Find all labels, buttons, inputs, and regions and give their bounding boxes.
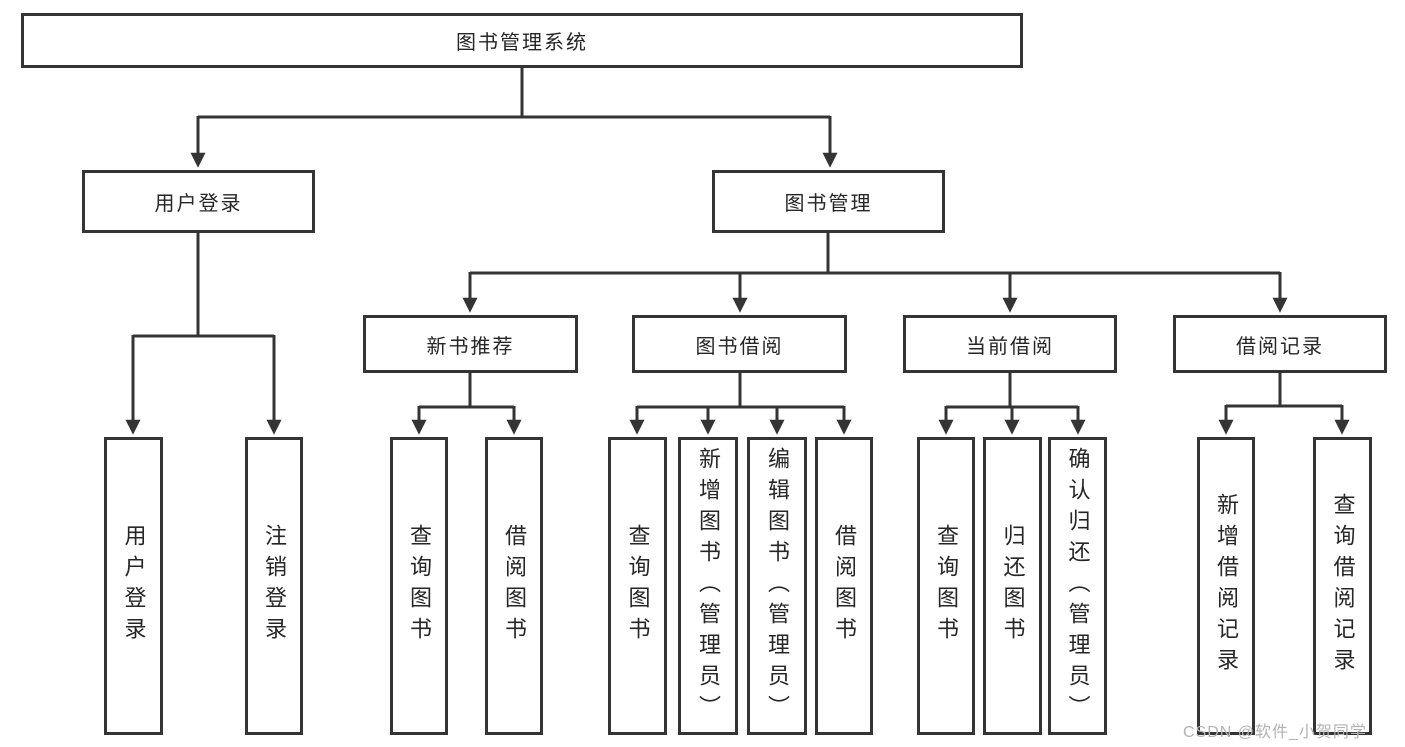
node-user-login: 用户登录	[82, 170, 315, 233]
node-leaf-bb-add-books-admin: 新增图书（管理员）	[678, 437, 738, 735]
node-leaf-user-login: 用户登录	[104, 437, 163, 735]
node-leaf-cb-confirm-return-admin: 确认归还（管理员）	[1048, 437, 1107, 735]
node-leaf-bb-edit-books-admin: 编辑图书（管理员）	[747, 437, 807, 735]
node-root: 图书管理系统	[21, 13, 1023, 68]
node-leaf-bb-edit-books-admin-label: 编辑图书（管理员）	[765, 446, 790, 726]
node-leaf-br-add-record-label: 新增借阅记录	[1214, 493, 1239, 679]
node-current-borrow-label: 当前借阅	[966, 335, 1054, 358]
node-book-borrow: 图书借阅	[632, 315, 847, 373]
node-leaf-cb-query-books-label: 查询图书	[934, 524, 959, 648]
node-leaf-br-query-record: 查询借阅记录	[1313, 437, 1372, 735]
node-book-mgmt-label: 图书管理	[784, 193, 873, 215]
node-new-book-rec-label: 新书推荐	[426, 335, 515, 358]
node-new-book-rec: 新书推荐	[363, 315, 578, 373]
node-leaf-logout: 注销登录	[245, 437, 303, 735]
node-leaf-cb-return-books: 归还图书	[983, 437, 1042, 735]
node-leaf-br-query-record-label: 查询借阅记录	[1330, 493, 1356, 679]
node-leaf-bb-borrow-books: 借阅图书	[815, 437, 873, 735]
node-leaf-logout-label: 注销登录	[262, 524, 287, 648]
node-current-borrow: 当前借阅	[903, 315, 1117, 373]
node-leaf-cb-return-books-label: 归还图书	[1000, 524, 1026, 648]
node-leaf-br-add-record: 新增借阅记录	[1197, 437, 1255, 735]
node-leaf-user-login-label: 用户登录	[121, 524, 147, 648]
node-book-borrow-label: 图书借阅	[695, 335, 784, 358]
node-leaf-cb-confirm-return-admin-label: 确认归还（管理员）	[1065, 446, 1091, 726]
node-leaf-bb-query-books: 查询图书	[608, 437, 667, 735]
node-leaf-rec-query-books: 查询图书	[390, 437, 448, 735]
csdn-watermark: CSDN @软件_小贺同学	[1183, 724, 1367, 741]
node-root-label: 图书管理系统	[456, 32, 588, 54]
node-leaf-cb-query-books: 查询图书	[917, 437, 975, 735]
node-leaf-rec-borrow-books-label: 借阅图书	[502, 524, 527, 648]
node-user-login-label: 用户登录	[154, 193, 243, 215]
node-leaf-bb-add-books-admin-label: 新增图书（管理员）	[696, 446, 721, 726]
node-leaf-rec-query-books-label: 查询图书	[407, 524, 432, 648]
node-leaf-bb-borrow-books-label: 借阅图书	[832, 524, 857, 648]
node-leaf-rec-borrow-books: 借阅图书	[485, 437, 543, 735]
node-book-mgmt: 图书管理	[712, 170, 945, 233]
node-borrow-record: 借阅记录	[1173, 315, 1387, 373]
node-leaf-bb-query-books-label: 查询图书	[625, 524, 651, 648]
connector-group	[125, 68, 1350, 435]
node-borrow-record-label: 借阅记录	[1236, 335, 1324, 358]
